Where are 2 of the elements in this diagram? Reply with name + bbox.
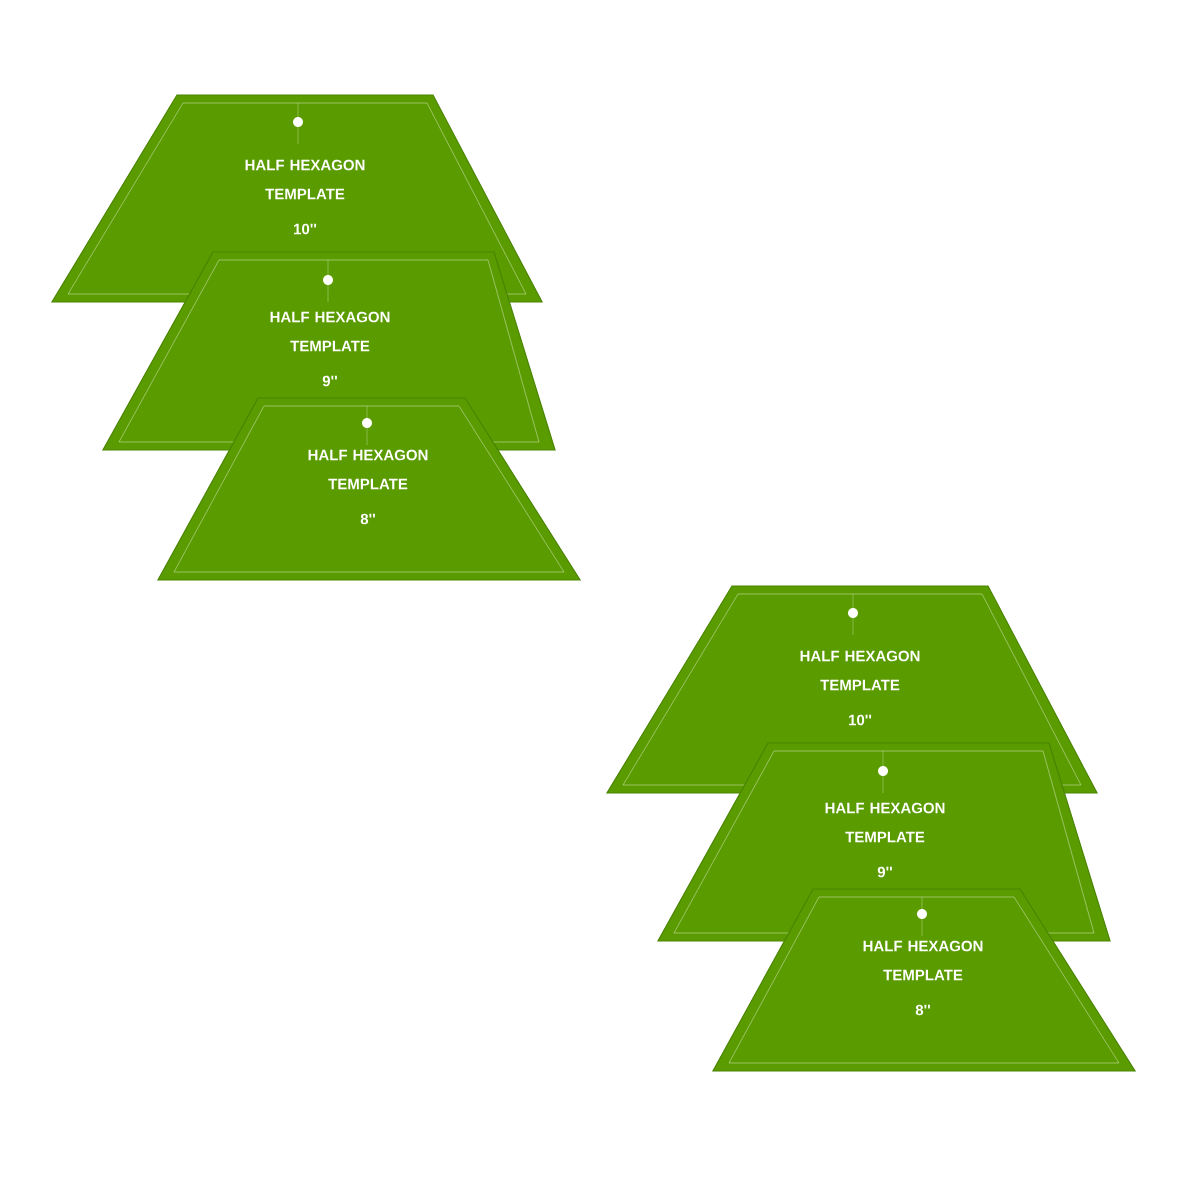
template-drawing: HALF HEXAGON TEMPLATE 8'' [712, 888, 1137, 1072]
template-drawing: HALF HEXAGON TEMPLATE 8'' [157, 397, 582, 581]
